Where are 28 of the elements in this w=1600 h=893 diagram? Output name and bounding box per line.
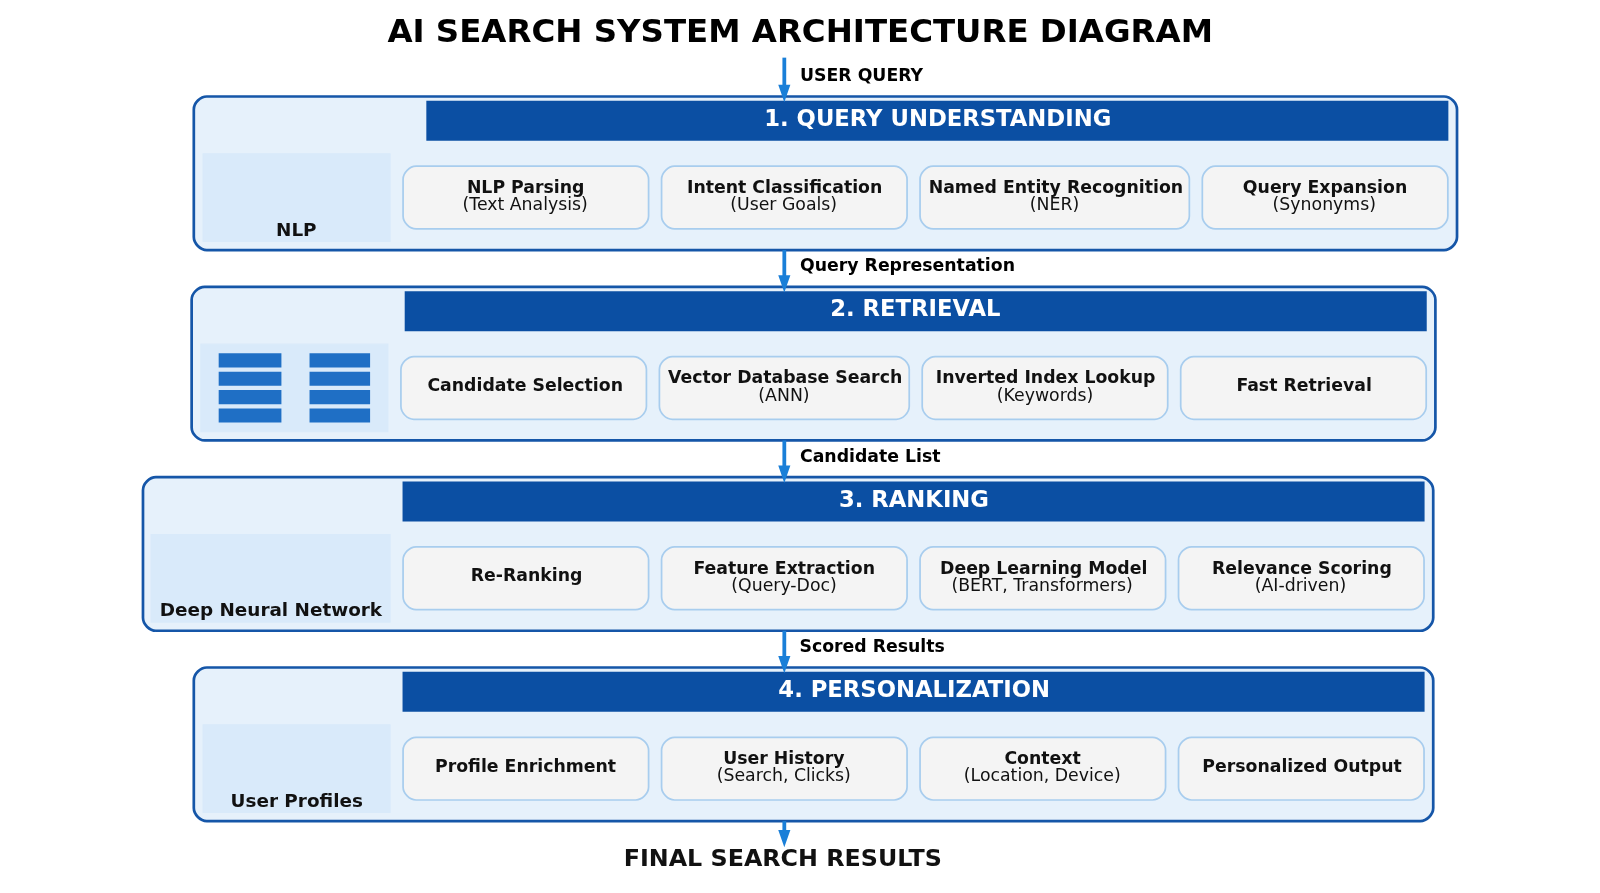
node-box: Vector Database Search (ANN): [658, 355, 911, 421]
edge-label: Scored Results: [799, 636, 945, 657]
node-box: Profile Enrichment: [402, 736, 650, 801]
edge-label: Candidate List: [800, 445, 941, 466]
node-box: Candidate Selection: [400, 355, 648, 421]
node-text: FINAL SEARCH RESULTS: [623, 844, 942, 873]
diagram-title: AI SEARCH SYSTEM ARCHITECTURE DIAGRAM: [387, 11, 1213, 50]
arrow: [778, 57, 791, 103]
node-box: Intent Classification (User Goals): [660, 165, 908, 230]
arrow: [778, 440, 791, 483]
node-box: Inverted Index Lookup (Keywords): [921, 355, 1169, 421]
node-picture: [200, 343, 389, 433]
node-box: User History (Search, Clicks): [660, 736, 908, 801]
arrow: [778, 630, 791, 674]
node-box: NLP Parsing (Text Analysis): [402, 165, 650, 230]
node-box: Fast Retrieval: [1179, 355, 1428, 421]
arrow: [778, 821, 791, 848]
node-box: Relevance Scoring (AI-driven): [1177, 546, 1425, 611]
edge-label: Query Representation: [800, 255, 1015, 276]
node-box: Named Entity Recognition (NER): [919, 165, 1191, 230]
node-box: Personalized Output: [1177, 736, 1425, 801]
arrow: [778, 250, 791, 293]
node-box: Feature Extraction (Query-Doc): [660, 546, 908, 611]
node-box: Deep Learning Model (BERT, Transformers): [919, 546, 1167, 611]
node-box: Re-Ranking: [402, 546, 650, 611]
edge-label: USER QUERY: [800, 65, 924, 86]
node-box: Query Expansion (Synonyms): [1201, 165, 1449, 230]
node-box: Context (Location, Device): [919, 736, 1167, 801]
